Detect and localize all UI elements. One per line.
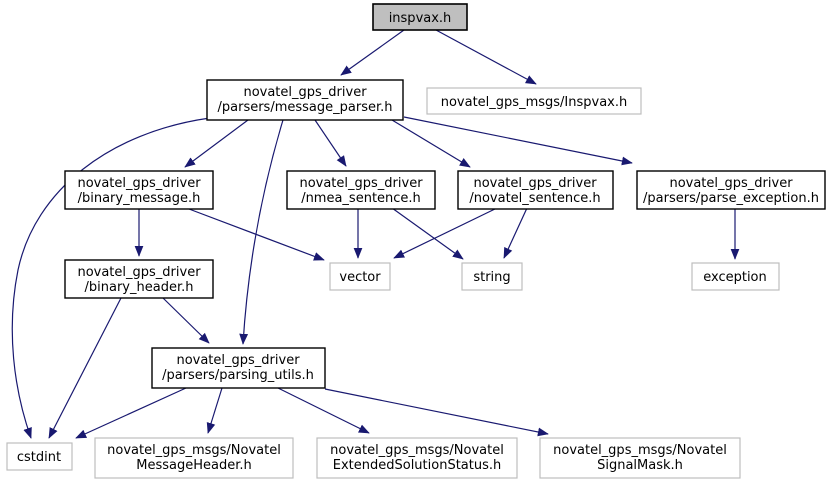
edge-nmea-sentence-to-string [391,207,464,260]
node-string[interactable]: string [461,262,523,291]
node-message-parser-label-line2: /parsers/message_parser.h [218,100,393,115]
edge-parsing-utils-to-cstdint [75,387,187,439]
edge-binary-header-to-parsing-utils [162,297,210,344]
node-message-parser[interactable]: novatel_gps_driver /parsers/message_pars… [206,79,404,121]
node-parsing-utils[interactable]: novatel_gps_driver /parsers/parsing_util… [151,347,326,389]
node-cstdint-box [6,442,73,471]
edge-inspvax-to-inspvax-msg [435,29,537,85]
node-exception-box [691,262,780,291]
node-string-label: string [473,270,510,285]
node-nmea-sentence-label-line2: /nmea_sentence.h [301,191,421,206]
node-inspvax-msg-box [426,87,642,115]
node-novatel-signal-mask[interactable]: novatel_gps_msgs/Novatel SignalMask.h [539,437,741,479]
node-novatel-sentence-label-line1: novatel_gps_driver [473,176,597,191]
edge-message-parser-to-parse-exception [403,116,633,166]
node-novatel-signal-mask-label-line2: SignalMask.h [597,458,683,473]
node-novatel-message-header[interactable]: novatel_gps_msgs/Novatel MessageHeader.h [94,437,294,479]
edge-message-parser-to-binary-message [184,119,249,168]
node-novatel-extended-solution-status-box [316,437,518,479]
node-vector-box [329,262,391,291]
edge-parsing-utils-to-ext-status [277,387,370,434]
node-inspvax-msg[interactable]: novatel_gps_msgs/Inspvax.h [426,87,642,115]
node-binary-message[interactable]: novatel_gps_driver /binary_message.h [64,170,214,210]
node-nmea-sentence[interactable]: novatel_gps_driver /nmea_sentence.h [286,170,436,210]
node-parsing-utils-label-line1: novatel_gps_driver [176,353,300,368]
node-nmea-sentence-box [286,170,436,210]
node-binary-header-label-line2: /binary_header.h [85,280,194,295]
edge-message-parser-to-nmea-sentence [314,119,347,167]
node-inspvax-label: inspvax.h [389,11,452,26]
node-binary-header-box [64,259,214,299]
node-novatel-message-header-label-line2: MessageHeader.h [136,458,252,473]
node-parsing-utils-box [151,347,326,389]
node-inspvax-box [372,3,468,31]
node-binary-message-box [64,170,214,210]
node-novatel-extended-solution-status-label-line1: novatel_gps_msgs/Novatel [330,443,504,458]
edge-novatel-sentence-to-string [503,207,528,259]
node-message-parser-label-line1: novatel_gps_driver [243,85,367,100]
node-binary-message-label-line1: novatel_gps_driver [77,176,201,191]
node-novatel-message-header-label-line1: novatel_gps_msgs/Novatel [107,443,281,458]
edge-message-parser-to-cstdint [11,117,211,439]
node-cstdint[interactable]: cstdint [6,442,73,471]
node-inspvax[interactable]: inspvax.h [372,3,468,31]
edges [11,29,740,439]
edge-binary-message-to-vector [188,208,325,261]
node-exception[interactable]: exception [691,262,780,291]
node-parsing-utils-label-line2: /parsers/parsing_utils.h [162,368,314,383]
node-vector[interactable]: vector [329,262,391,291]
edge-parsing-utils-to-signal-mask [324,388,549,437]
edge-binary-header-to-cstdint [48,297,122,439]
node-novatel-sentence[interactable]: novatel_gps_driver /novatel_sentence.h [457,170,614,210]
node-parse-exception-label-line1: novatel_gps_driver [669,176,793,191]
node-novatel-extended-solution-status-label-line2: ExtendedSolutionStatus.h [333,458,502,473]
node-exception-label: exception [703,270,767,285]
node-parse-exception[interactable]: novatel_gps_driver /parsers/parse_except… [636,170,826,210]
node-vector-label: vector [339,270,381,285]
edge-novatel-sentence-to-vector [393,207,498,259]
node-novatel-extended-solution-status[interactable]: novatel_gps_msgs/Novatel ExtendedSolutio… [316,437,518,479]
node-novatel-sentence-box [457,170,614,210]
node-message-parser-box [206,79,404,121]
node-binary-header[interactable]: novatel_gps_driver /binary_header.h [64,259,214,299]
edge-parsing-utils-to-msg-header [206,387,223,434]
node-novatel-message-header-box [94,437,294,479]
node-cstdint-label: cstdint [17,450,61,465]
node-novatel-signal-mask-label-line1: novatel_gps_msgs/Novatel [553,443,727,458]
node-binary-message-label-line2: /binary_message.h [78,191,201,206]
node-parse-exception-box [636,170,826,210]
node-novatel-signal-mask-box [539,437,741,479]
node-novatel-sentence-label-line2: /novatel_sentence.h [469,191,600,206]
node-string-box [461,262,523,291]
node-inspvax-msg-label: novatel_gps_msgs/Inspvax.h [441,95,628,110]
node-parse-exception-label-line2: /parsers/parse_exception.h [643,191,819,206]
node-binary-header-label-line1: novatel_gps_driver [77,265,201,280]
node-nmea-sentence-label-line1: novatel_gps_driver [299,176,423,191]
edge-message-parser-to-parsing-utils [239,119,284,345]
edge-message-parser-to-novatel-sentence [391,119,471,168]
edge-inspvax-to-message-parser [340,29,405,76]
